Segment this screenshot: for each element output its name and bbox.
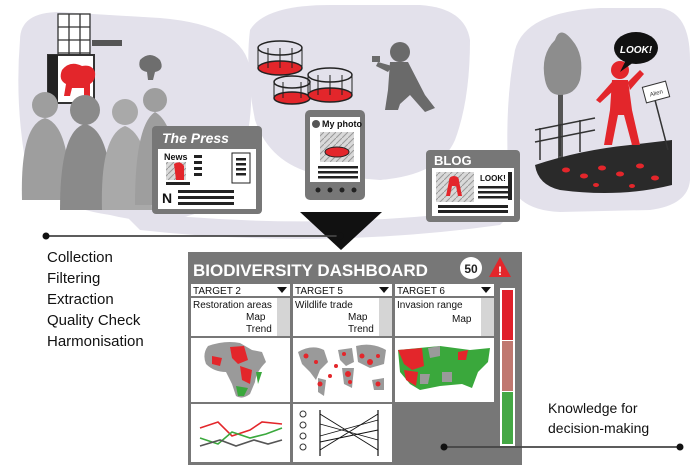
tree-icon xyxy=(139,55,162,80)
sign-text: Alien xyxy=(649,89,663,98)
count-badge-value: 50 xyxy=(464,262,478,276)
cage-2 xyxy=(273,75,311,105)
connector-dot-right xyxy=(336,232,344,240)
status-segment-high xyxy=(502,290,513,340)
panel-target-6-item-1[interactable]: Map xyxy=(452,314,472,325)
news-red-animal-icon xyxy=(174,162,184,180)
blog-title: BLOG xyxy=(434,153,472,168)
phone-card xyxy=(305,110,365,200)
dashboard: BIODIVERSITY DASHBOARD 50 ! TARGET 2 Res… xyxy=(188,252,522,465)
connector-dot-left xyxy=(42,232,50,240)
press-section: News xyxy=(164,152,188,162)
world-map xyxy=(298,344,386,396)
panel-target-6-item-0[interactable]: Invasion range xyxy=(397,300,463,311)
photo-red-cage-icon xyxy=(324,146,350,158)
speech-bubble xyxy=(614,32,658,72)
panel-target-5: TARGET 5 Wildlife trade Map Trend xyxy=(293,284,392,462)
panel-target-2-item-1[interactable]: Map xyxy=(246,312,266,323)
outcome-line-2: decision-making xyxy=(548,420,649,436)
usa-map xyxy=(398,346,490,390)
outcome: Knowledge for decision-making xyxy=(440,400,684,451)
outcome-dot-right xyxy=(676,443,684,451)
panel-target-6-select[interactable]: TARGET 6 xyxy=(397,286,445,297)
red-animals-shore xyxy=(562,163,659,188)
funnel-triangle xyxy=(300,212,382,250)
panel-target-2-item-2[interactable]: Trend xyxy=(246,324,272,335)
panel-target-5-item-1[interactable]: Map xyxy=(348,312,368,323)
parallel-plot xyxy=(299,410,379,456)
red-person-icon xyxy=(596,61,644,145)
panel-target-5-select[interactable]: TARGET 5 xyxy=(295,286,343,297)
panel-target-5-item-2[interactable]: Trend xyxy=(348,324,374,335)
cage-scene xyxy=(257,40,435,112)
status-segment-low xyxy=(502,392,513,444)
cage-1 xyxy=(257,40,303,76)
cage-3 xyxy=(307,67,353,103)
red-animal-icon xyxy=(60,63,96,96)
newspaper-card xyxy=(152,126,262,214)
alert-icon[interactable] xyxy=(489,257,511,277)
chevron-down-icon[interactable] xyxy=(481,287,491,293)
step-harmonisation: Harmonisation xyxy=(47,333,144,350)
panel-target-2-select[interactable]: TARGET 2 xyxy=(193,286,241,297)
lake-scene: LOOK! Alien xyxy=(534,32,672,194)
alert-icon-mark: ! xyxy=(498,264,502,278)
count-badge xyxy=(460,257,482,279)
bubble-middle xyxy=(248,5,470,180)
chevron-down-icon[interactable] xyxy=(379,287,389,293)
sign-post xyxy=(641,80,671,151)
step-quality-check: Quality Check xyxy=(47,312,141,329)
speech-look-text: LOOK! xyxy=(620,45,653,56)
step-extraction: Extraction xyxy=(47,291,114,308)
africa-map xyxy=(204,342,266,398)
press-letter: N xyxy=(162,190,172,206)
panel-target-2-item-0[interactable]: Restoration areas xyxy=(193,300,272,311)
pipeline-steps: Collection Filtering Extraction Quality … xyxy=(47,249,144,350)
step-collection: Collection xyxy=(47,249,113,266)
status-indicator-bar xyxy=(500,288,515,446)
outcome-dot-left xyxy=(440,443,448,451)
trend-chart-lines xyxy=(199,421,283,447)
chevron-down-icon[interactable] xyxy=(277,287,287,293)
avatar-icon xyxy=(312,120,320,128)
outcome-line-1: Knowledge for xyxy=(548,400,638,416)
press-title: The Press xyxy=(162,130,229,146)
photographer-silhouette xyxy=(372,42,435,112)
blog-look: LOOK! xyxy=(480,174,506,183)
panel-target-6: TARGET 6 Invasion range Map xyxy=(395,284,494,402)
blog-red-person-icon xyxy=(446,176,462,196)
panel-target-5-item-0[interactable]: Wildlife trade xyxy=(295,300,353,311)
dashboard-title: BIODIVERSITY DASHBOARD xyxy=(193,261,428,280)
step-filtering: Filtering xyxy=(47,270,100,287)
panel-target-2: TARGET 2 Restoration areas Map Trend xyxy=(191,284,290,462)
status-segment-medium xyxy=(502,341,513,391)
fence xyxy=(534,117,596,160)
photo-title: My photo xyxy=(322,119,362,129)
blog-card xyxy=(426,150,520,222)
